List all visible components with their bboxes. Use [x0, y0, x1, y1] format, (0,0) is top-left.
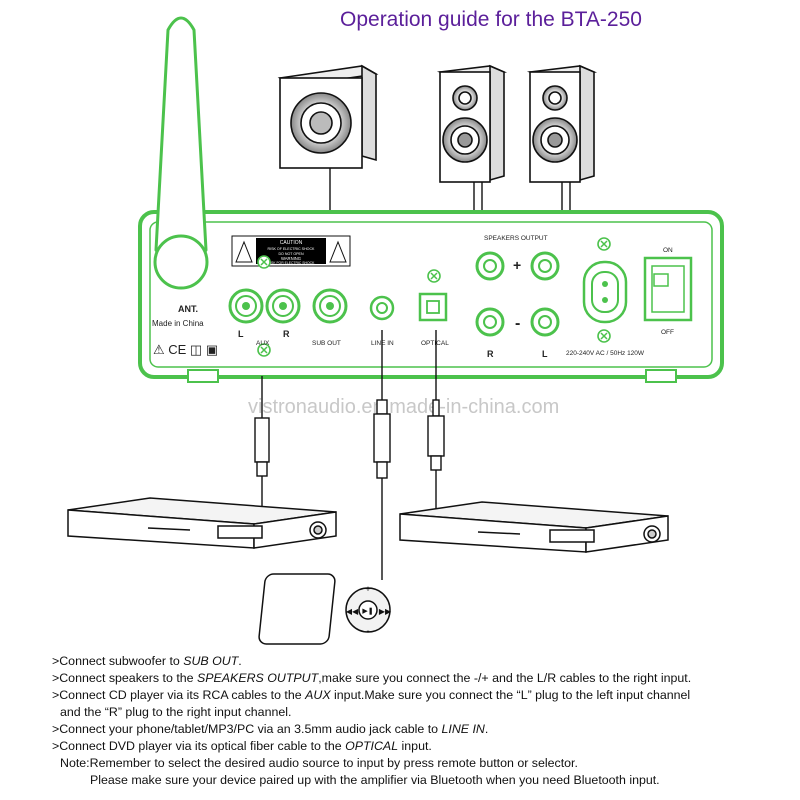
caution-label: CAUTION RISK OF ELECTRIC SHOCK DO NOT OP…: [231, 235, 351, 267]
svg-text:◀◀: ◀◀: [346, 607, 359, 616]
speaker-right: [526, 64, 598, 183]
watermark-text: vistronaudio.en.made-in-china.com: [248, 396, 559, 418]
connection-diagram: ANT. Made in China ⚠ CE ◫ ▣ CAUTION RISK…: [67, 16, 724, 645]
speaker-left: [436, 64, 508, 183]
certification-marks: ⚠ CE ◫ ▣: [153, 342, 218, 357]
instruction-aux: >Connect CD player via its RCA cables to…: [52, 688, 691, 702]
switch-off-label: OFF: [661, 329, 674, 336]
optical-jack: [418, 269, 448, 322]
power-rating-label: 220-240V AC / 50Hz 120W: [566, 350, 645, 357]
made-in-label: Made in China: [152, 319, 204, 328]
aux-l-label: L: [238, 329, 244, 339]
line-in-cable: [373, 330, 391, 580]
aux-r-label: R: [283, 329, 290, 339]
mp3-player: + - ◀◀ ▶▶ ▶❚: [258, 573, 392, 645]
svg-text:RISK OF ELECTRIC SHOCK: RISK OF ELECTRIC SHOCK: [268, 247, 316, 251]
svg-text:WARNING: WARNING: [281, 256, 301, 261]
aux-rca-cable: [254, 376, 270, 510]
power-switch: [643, 256, 693, 322]
instruction-note: Note:Remember to select the desired audi…: [60, 756, 578, 770]
svg-text:▶❚: ▶❚: [362, 607, 373, 615]
line-in-jack: [369, 295, 395, 321]
sub-out-jack: [312, 288, 348, 324]
svg-text:RISK FOR ELECTRIC SHOCK: RISK FOR ELECTRIC SHOCK: [268, 261, 315, 265]
speaker-terminals: [475, 251, 560, 337]
optical-cable: [427, 330, 445, 514]
antenna-label: ANT.: [178, 304, 198, 314]
instruction-bluetooth-note: Please make sure your device paired up w…: [90, 773, 660, 787]
instruction-optical: >Connect DVD player via its optical fibe…: [52, 739, 432, 753]
subwoofer-speaker: [277, 64, 379, 169]
switch-on-label: ON: [663, 247, 673, 254]
optical-label: OPTICAL: [421, 340, 449, 347]
aux-label: AUX: [256, 340, 270, 347]
plus-sign: +: [513, 257, 521, 273]
instruction-speakers: >Connect speakers to the SPEAKERS OUTPUT…: [52, 671, 692, 685]
screw-icon: [257, 255, 271, 269]
instruction-aux-cont: and the “R” plug to the right input chan…: [60, 705, 292, 719]
page-title: Operation guide for the BTA-250: [340, 8, 642, 31]
instruction-sub-out: >Connect subwoofer to SUB OUT.: [52, 654, 242, 668]
screw-icon: [257, 343, 271, 357]
aux-jacks: [228, 255, 301, 357]
screw-icon: [597, 329, 611, 343]
power-inlet: [582, 237, 628, 343]
svg-text:DO NOT OPEN: DO NOT OPEN: [278, 252, 303, 256]
svg-text:▶▶: ▶▶: [379, 607, 392, 616]
bluetooth-antenna: [153, 16, 209, 290]
speakers-output-label: SPEAKERS OUTPUT: [484, 235, 548, 242]
screw-icon: [597, 237, 611, 251]
instruction-line-in: >Connect your phone/tablet/MP3/PC via an…: [52, 722, 489, 736]
svg-text:+: +: [365, 584, 370, 594]
cd-player: [67, 497, 337, 549]
speaker-r-label: R: [487, 349, 494, 359]
speaker-l-label: L: [542, 349, 548, 359]
dvd-player: [399, 501, 669, 553]
svg-text:CAUTION: CAUTION: [280, 240, 303, 246]
minus-sign: -: [515, 315, 520, 332]
svg-text:-: -: [366, 626, 369, 637]
instructions-block: >Connect subwoofer to SUB OUT. >Connect …: [52, 653, 797, 789]
screw-icon: [427, 269, 441, 283]
sub-out-label: SUB OUT: [312, 340, 341, 347]
